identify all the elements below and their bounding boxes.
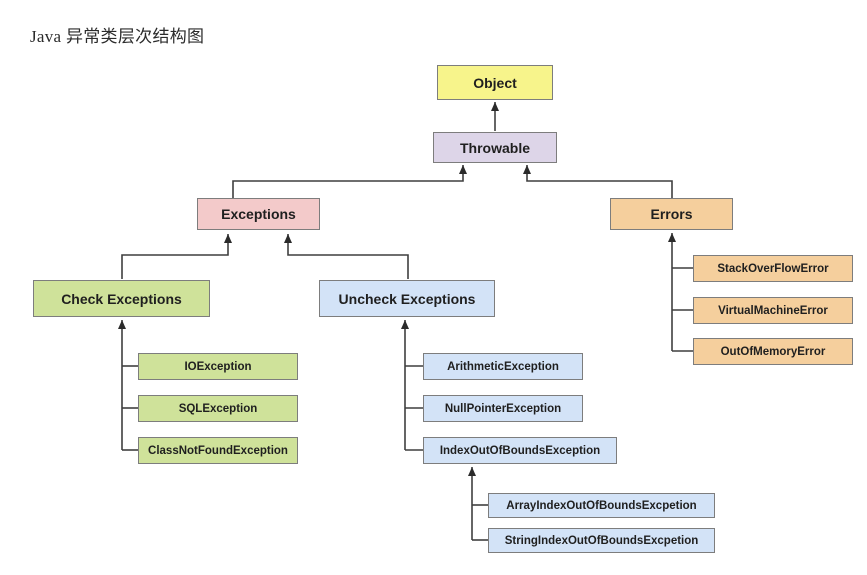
node-sql-exception: SQLException [138, 395, 298, 422]
node-uncheck-exceptions: Uncheck Exceptions [319, 280, 495, 317]
node-errors: Errors [610, 198, 733, 230]
edge-errors-throwable [523, 165, 673, 198]
node-virtual-machine-error: VirtualMachineError [693, 297, 853, 324]
edge-uncheck-exceptions [284, 234, 409, 279]
node-check-exceptions: Check Exceptions [33, 280, 210, 317]
node-io-exception: IOException [138, 353, 298, 380]
node-exceptions: Exceptions [197, 198, 320, 230]
node-arithmetic-exception: ArithmeticException [423, 353, 583, 380]
node-array-index-out-of-bounds-excpetion: ArrayIndexOutOfBoundsExcpetion [488, 493, 715, 518]
node-out-of-memory-error: OutOfMemoryError [693, 338, 853, 365]
node-class-not-found-exception: ClassNotFoundException [138, 437, 298, 464]
node-stack-overflow-error: StackOverFlowError [693, 255, 853, 282]
page-title: Java 异常类层次结构图 [30, 27, 205, 46]
edge-exceptions-throwable [232, 165, 467, 198]
node-null-pointer-exception: NullPointerException [423, 395, 583, 422]
node-index-out-of-bounds-exception: IndexOutOfBoundsException [423, 437, 617, 464]
edge-check-exceptions [121, 234, 232, 279]
node-object: Object [437, 65, 553, 100]
node-throwable: Throwable [433, 132, 557, 163]
node-string-index-out-of-bounds-excpetion: StringIndexOutOfBoundsExcpetion [488, 528, 715, 553]
